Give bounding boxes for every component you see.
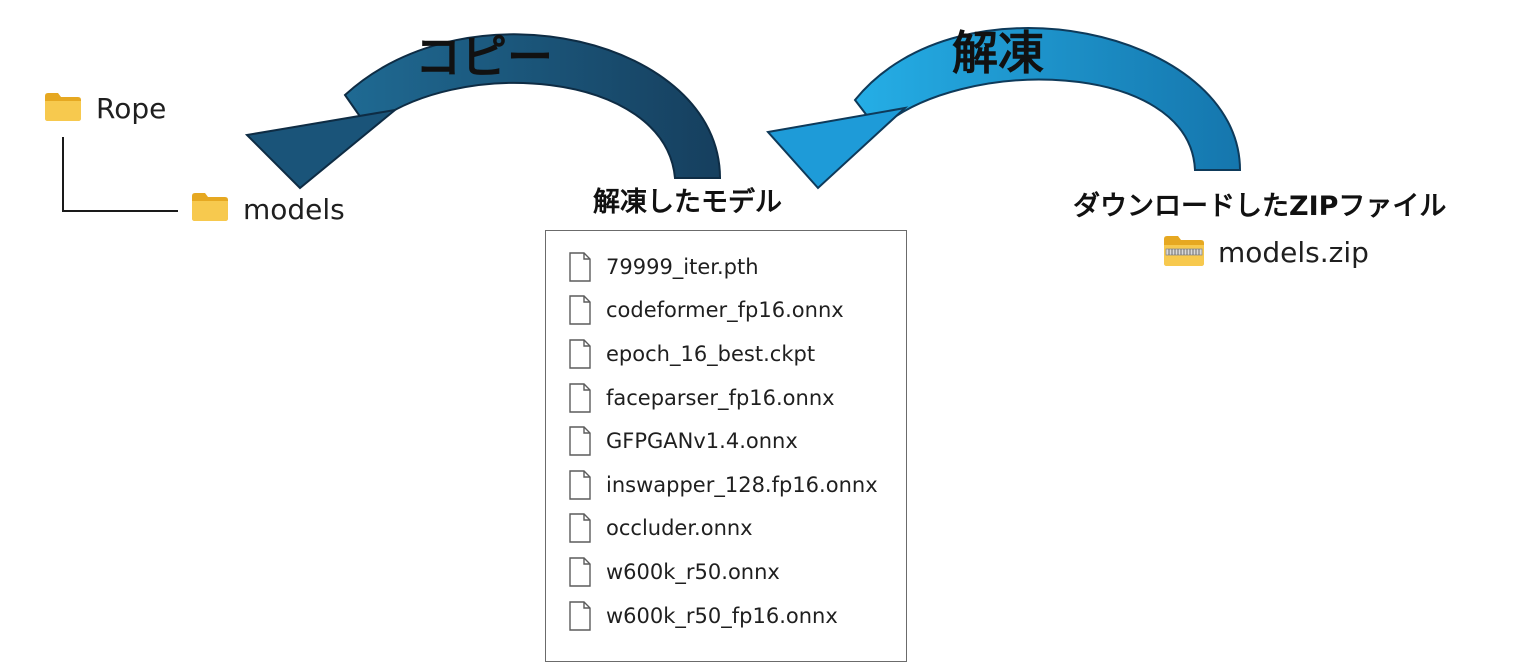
- folder-icon: [192, 193, 228, 221]
- file-icon: [569, 426, 591, 456]
- list-item: epoch_16_best.ckpt: [568, 332, 906, 376]
- tree-connector-vertical: [62, 137, 64, 212]
- list-item: w600k_r50.onnx: [568, 550, 906, 594]
- extract-arrow: [766, 27, 1242, 190]
- file-icon: [569, 513, 591, 544]
- copy-label: コピー: [415, 30, 553, 84]
- zip-file-name: models.zip: [1218, 236, 1369, 269]
- extract-label: 解凍: [952, 26, 1044, 80]
- file-icon: [569, 339, 591, 369]
- file-name: w600k_r50.onnx: [606, 559, 780, 584]
- list-item: 79999_iter.pth: [568, 245, 906, 289]
- extracted-title: 解凍したモデル: [593, 187, 782, 218]
- file-name: faceparser_fp16.onnx: [606, 385, 835, 410]
- tree-root-label: Rope: [96, 92, 167, 125]
- zip-folder-icon: [1164, 236, 1204, 266]
- file-name: inswapper_128.fp16.onnx: [606, 472, 878, 497]
- list-item: inswapper_128.fp16.onnx: [568, 463, 906, 507]
- file-name: 79999_iter.pth: [606, 254, 759, 279]
- extracted-file-list: 79999_iter.pth codeformer_fp16.onnx epoch_…: [545, 230, 907, 662]
- copy-arrow: [244, 33, 722, 190]
- file-icon: [569, 470, 591, 500]
- list-item: w600k_r50_fp16.onnx: [568, 594, 906, 638]
- file-icon: [569, 252, 591, 282]
- file-name: GFPGANv1.4.onnx: [606, 429, 798, 454]
- folder-icon: [45, 93, 81, 121]
- file-icon: [569, 600, 591, 631]
- list-item: codeformer_fp16.onnx: [568, 289, 906, 333]
- file-name: epoch_16_best.ckpt: [606, 341, 816, 366]
- file-name: codeformer_fp16.onnx: [606, 298, 844, 323]
- file-name: occluder.onnx: [606, 516, 753, 541]
- file-list: 79999_iter.pth codeformer_fp16.onnx epoch_…: [546, 231, 906, 637]
- list-item: occluder.onnx: [568, 507, 906, 551]
- file-icon: [569, 382, 591, 413]
- list-item: GFPGANv1.4.onnx: [568, 419, 906, 463]
- file-name: w600k_r50_fp16.onnx: [606, 603, 838, 628]
- file-icon: [569, 295, 591, 326]
- list-item: faceparser_fp16.onnx: [568, 376, 906, 420]
- tree-connector-horizontal: [62, 210, 178, 212]
- file-icon: [569, 557, 591, 587]
- download-title: ダウンロードしたZIPファイル: [1073, 191, 1447, 222]
- tree-child-label: models: [243, 193, 345, 226]
